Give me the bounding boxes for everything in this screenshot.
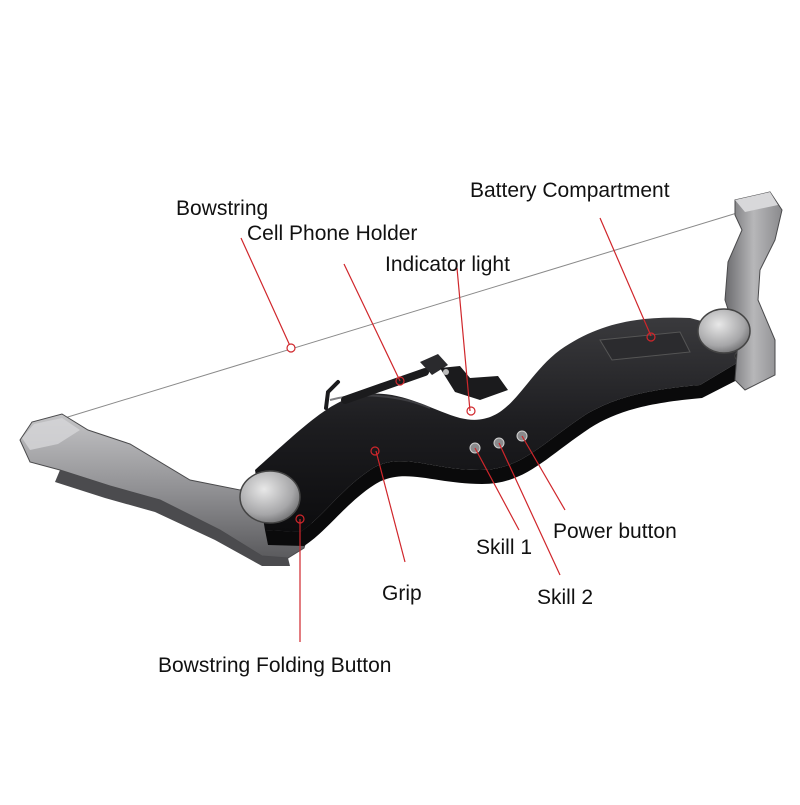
anchor-phone-holder [395,376,405,386]
callout-power [521,435,566,511]
left-disc [239,470,301,524]
bow-body [255,317,746,546]
left-limb [19,413,313,566]
callout-skill2 [498,442,561,576]
callout-grip [375,450,406,563]
callout-bowstring [240,237,292,349]
callout-phone-holder [343,263,401,382]
cell-phone-holder-label: Cell Phone Holder [247,222,418,245]
callout-indicator [456,267,471,412]
skill-1-label: Skill 1 [476,536,533,559]
anchor-battery [646,332,656,342]
anchor-grip [370,446,380,456]
callout-battery [599,217,652,337]
bowstring-line [57,212,738,421]
right-disc [697,308,751,354]
callout-anchors [286,332,656,524]
anchor-bowstring [286,343,296,353]
power-button-label: Power button [553,520,677,543]
skill-2-label: Skill 2 [537,586,594,609]
cell-phone-holder [324,354,508,410]
battery-compartment-label: Battery Compartment [470,179,670,202]
anchor-indicator [466,406,476,416]
callout-skill1 [474,447,520,531]
callout-lines [240,217,652,642]
bowstring-label: Bowstring [176,197,269,220]
bowstring-folding-button-label: Bowstring Folding Button [158,654,392,677]
anchor-folding [295,514,305,524]
indicator-light-label: Indicator light [385,253,510,276]
grip-label: Grip [382,582,422,605]
